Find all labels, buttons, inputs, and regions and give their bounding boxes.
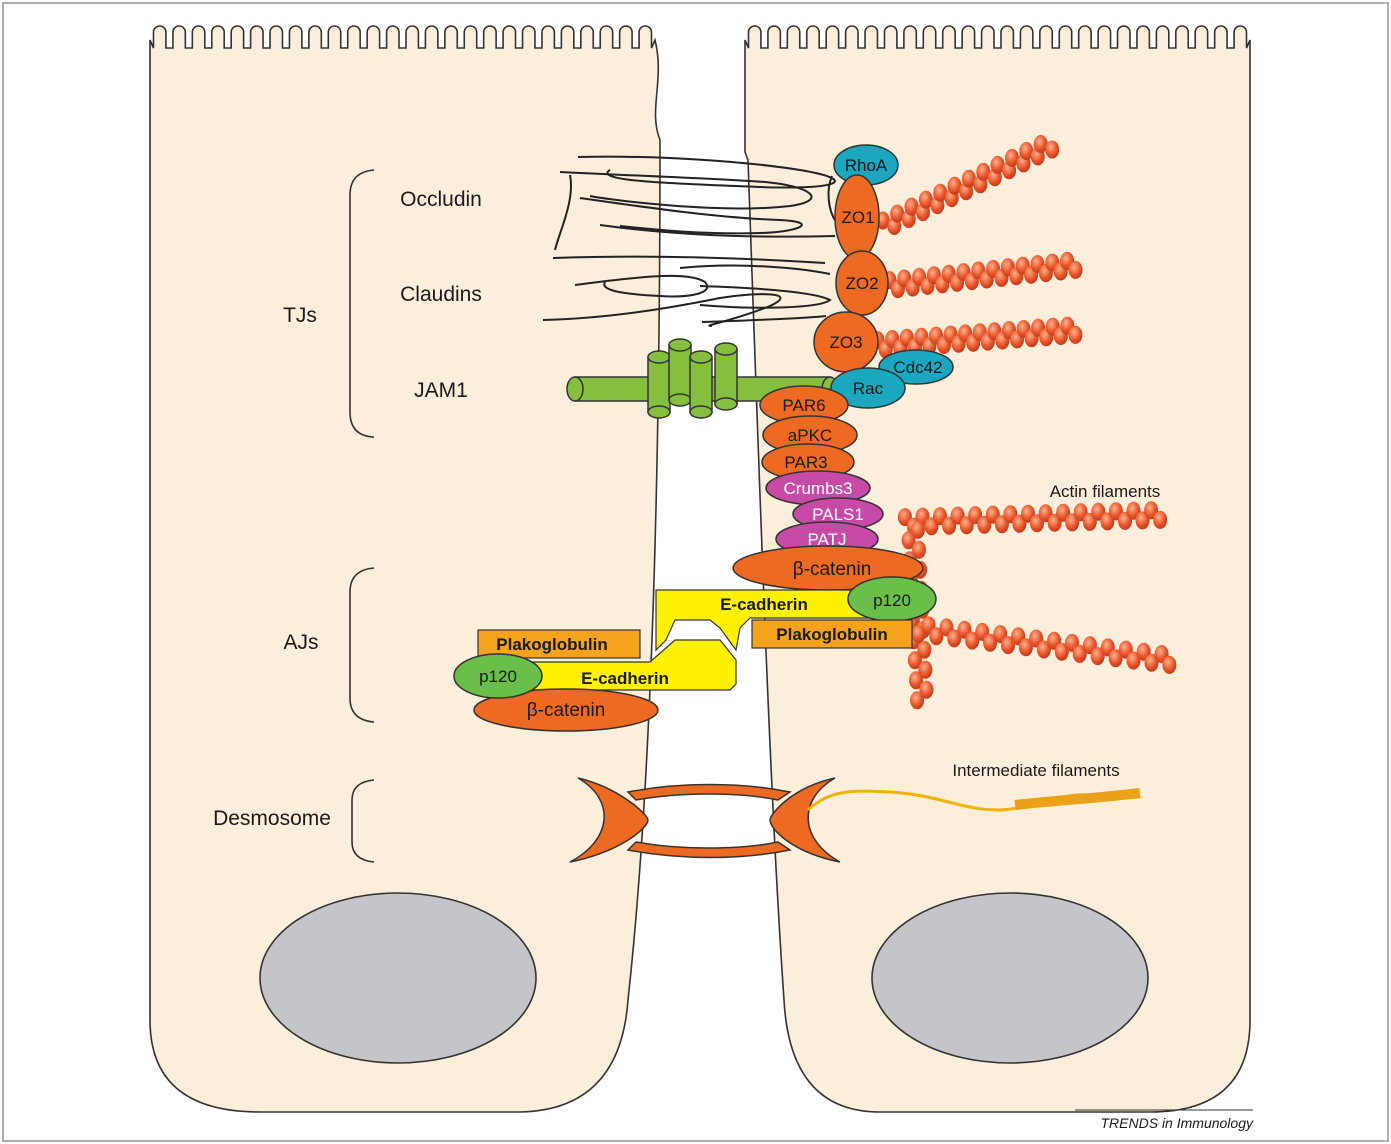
claudins-label: Claudins (400, 283, 482, 306)
occludin-label: Occludin (400, 188, 482, 211)
par6-label: PAR6 (782, 396, 825, 415)
vertical-actin-bead (910, 691, 924, 709)
p120-right-label: p120 (873, 591, 911, 610)
intermediate-filaments-label: Intermediate filaments (952, 761, 1119, 780)
jam1-label: JAM1 (414, 379, 468, 402)
ecadherin-right-label: E-cadherin (720, 595, 808, 614)
credit-label: TRENDS in Immunology (1101, 1115, 1254, 1131)
upper-actin-bead (1153, 511, 1167, 529)
apkc-label: aPKC (788, 426, 832, 445)
zo2-actin-bead (1069, 261, 1083, 279)
left-nucleus (260, 893, 536, 1063)
ajs-label: AJs (283, 631, 318, 654)
zo3-actin-bead (1068, 326, 1082, 344)
plakoglobulin-right-label: Plakoglobulin (776, 625, 887, 644)
lower-actin-bead (1162, 656, 1176, 674)
beta-catenin-left-label: β-catenin (527, 700, 606, 721)
p120-left-label: p120 (479, 667, 517, 686)
rhoa-label: RhoA (845, 156, 888, 175)
zo2-label: ZO2 (845, 274, 878, 293)
rac-label: Rac (853, 379, 884, 398)
tjs-label: TJs (283, 304, 317, 327)
desmosome-label: Desmosome (213, 807, 331, 830)
cdc42-label: Cdc42 (893, 358, 942, 377)
zo1-actin-bead (1045, 141, 1059, 159)
crumbs3-label: Crumbs3 (784, 479, 853, 498)
actin-filaments-label: Actin filaments (1050, 482, 1161, 501)
pals1-label: PALS1 (812, 505, 864, 524)
par3-label: PAR3 (784, 453, 827, 472)
zo3-label: ZO3 (829, 333, 862, 352)
beta-catenin-right-label: β-catenin (793, 559, 872, 580)
ecadherin-left-label: E-cadherin (581, 669, 669, 688)
zo1-label: ZO1 (841, 208, 874, 227)
plakoglobulin-left-label: Plakoglobulin (496, 635, 607, 654)
right-nucleus (872, 893, 1148, 1063)
